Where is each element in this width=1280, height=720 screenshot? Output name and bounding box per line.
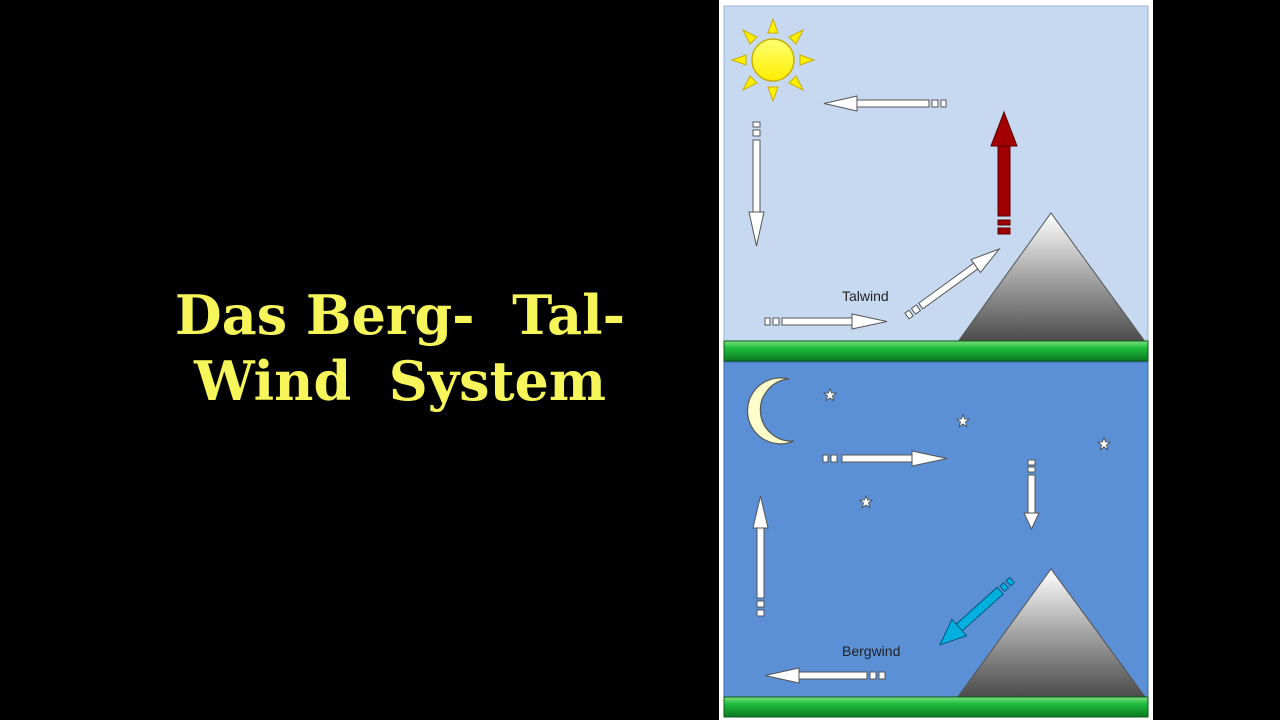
title-line-2: Wind System bbox=[193, 349, 607, 413]
night-ground bbox=[723, 696, 1149, 718]
talwind-label: Talwind bbox=[842, 288, 889, 304]
valley-wind-diagram: Talwind bbox=[719, 0, 1153, 720]
bergwind-label: Bergwind bbox=[842, 643, 900, 659]
arrow-icon bbox=[990, 110, 1018, 235]
night-panel: Bergwind bbox=[723, 361, 1149, 718]
arrow-icon bbox=[764, 667, 886, 684]
arrow-icon bbox=[823, 95, 947, 112]
arrow-icon bbox=[822, 450, 948, 467]
moon-icon bbox=[746, 377, 795, 445]
arrow-icon bbox=[752, 495, 769, 617]
arrow-icon bbox=[1023, 459, 1040, 531]
day-ground bbox=[723, 340, 1149, 362]
title-line-1: Das Berg- Tal- bbox=[174, 283, 626, 347]
arrow-icon bbox=[938, 576, 1016, 646]
arrow-icon bbox=[748, 121, 765, 247]
arrow-icon bbox=[764, 313, 888, 330]
sun-icon bbox=[730, 17, 816, 103]
arrow-icon bbox=[904, 247, 1001, 320]
page-title: Das Berg- Tal- Wind System bbox=[130, 282, 670, 414]
day-panel: Talwind bbox=[723, 5, 1149, 362]
